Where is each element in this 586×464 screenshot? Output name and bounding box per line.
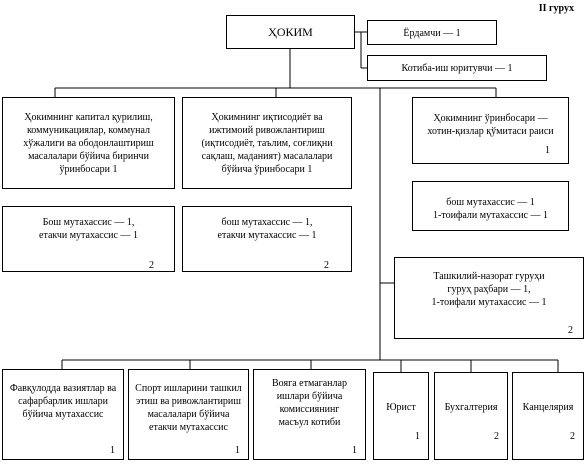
- group-label: II гурух: [538, 3, 574, 14]
- node-hokim[interactable]: ҲОКИМ: [226, 15, 355, 49]
- node-b1[interactable]: Фавқулодда вазиятлар ва сафарбарлик ишла…: [2, 369, 124, 460]
- node-nazorat-count: 2: [568, 325, 573, 336]
- node-sub3-text: бош мутахассис — 1 1-тоифали мутахассис …: [433, 197, 548, 221]
- node-hokim-text: ҲОКИМ: [268, 25, 313, 39]
- node-b3[interactable]: Вояга етмаганлар ишлари бўйича комиссиян…: [253, 369, 366, 460]
- node-kotiba-text: Котиба-иш юритувчи — 1: [401, 63, 513, 74]
- node-dep1-text: Ҳокимнинг капитал қурилиш, коммуникациял…: [23, 112, 154, 175]
- node-b5[interactable]: Бухгалтерия 2: [434, 372, 508, 460]
- node-b5-text: Бухгалтерия: [444, 402, 498, 413]
- node-b3-text: Вояга етмаганлар ишлари бўйича комиссиян…: [272, 378, 347, 428]
- node-b1-text: Фавқулодда вазиятлар ва сафарбарлик ишла…: [9, 383, 117, 420]
- node-yordamchi[interactable]: Ёрдамчи — 1: [367, 20, 497, 45]
- node-yordamchi-text: Ёрдамчи — 1: [403, 28, 461, 39]
- node-nazorat[interactable]: Ташкилий-назорат гуруҳи гуруҳ раҳбари — …: [394, 257, 584, 339]
- node-b5-count: 2: [494, 431, 499, 442]
- node-sub1[interactable]: Бош мутахассис — 1, етакчи мутахассис — …: [2, 206, 175, 272]
- node-nazorat-text: Ташкилий-назорат гуруҳи гуруҳ раҳбари — …: [431, 271, 547, 308]
- node-b2-count: 1: [235, 445, 240, 456]
- node-b2[interactable]: Спорт ишларини ташкил этиш ва ривожланти…: [128, 369, 249, 460]
- node-b4-text: Юрист: [386, 402, 416, 413]
- node-b2-text: Спорт ишларини ташкил этиш ва ривожланти…: [135, 383, 242, 433]
- node-sub2[interactable]: бош мутахассис — 1, етакчи мутахассис — …: [182, 206, 352, 272]
- node-dep1[interactable]: Ҳокимнинг капитал қурилиш, коммуникациял…: [2, 97, 175, 189]
- node-dep3-count: 1: [545, 145, 550, 156]
- node-b3-count: 1: [352, 445, 357, 456]
- node-dep3[interactable]: Ҳокимнинг ўринбосари — хотин-қизлар қўми…: [412, 97, 569, 164]
- node-b6-text: Канцелярия: [522, 402, 574, 413]
- node-b4-count: 1: [415, 431, 420, 442]
- node-dep2-text: Ҳокимнинг иқтисодиёт ва ижтимоий ривожла…: [201, 112, 333, 175]
- node-sub2-count: 2: [324, 260, 329, 271]
- node-sub3[interactable]: бош мутахассис — 1 1-тоифали мутахассис …: [412, 181, 569, 231]
- node-sub2-text: бош мутахассис — 1, етакчи мутахассис — …: [217, 217, 317, 241]
- node-kotiba[interactable]: Котиба-иш юритувчи — 1: [367, 55, 547, 81]
- node-sub1-text: Бош мутахассис — 1, етакчи мутахассис — …: [39, 217, 138, 241]
- node-dep2[interactable]: Ҳокимнинг иқтисодиёт ва ижтимоий ривожла…: [182, 97, 352, 189]
- node-b6-count: 2: [570, 431, 575, 442]
- node-b1-count: 1: [110, 445, 115, 456]
- node-sub1-count: 2: [149, 260, 154, 271]
- node-b4[interactable]: Юрист 1: [373, 372, 429, 460]
- node-b6[interactable]: Канцелярия 2: [512, 372, 584, 460]
- node-dep3-text: Ҳокимнинг ўринбосари — хотин-қизлар қўми…: [427, 113, 554, 137]
